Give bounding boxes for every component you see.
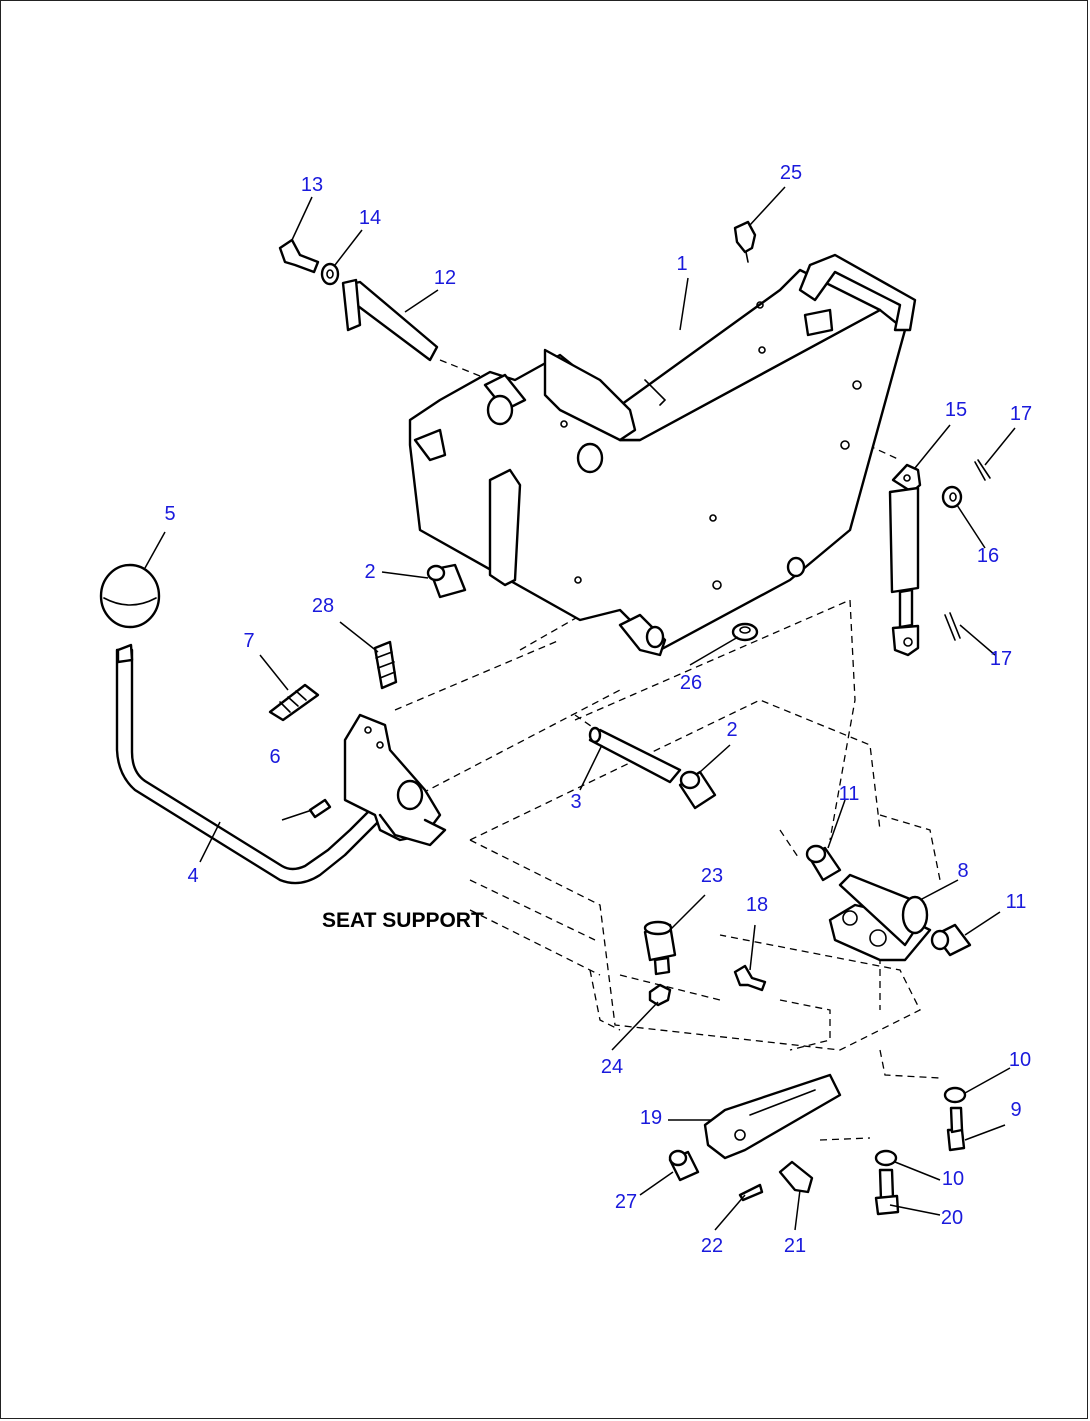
callout-12: 12 [434,267,456,289]
part-28-spring [373,640,398,690]
callout-28: 28 [312,595,334,617]
part-2-bush-upper [426,563,467,599]
part-24-nut [648,983,672,1007]
part-19-bracket [703,1073,842,1160]
part-23-stopper [643,920,677,976]
part-5-knob [99,563,161,629]
callout-14: 14 [359,207,381,229]
part-6-spring-pin [308,798,332,819]
callout-11-left: 11 [839,783,860,805]
part-16-washer [941,485,963,509]
part-9-bolt [946,1106,966,1152]
lever-bracket [343,713,447,847]
part-14-washer [320,262,340,286]
part-10-washer-upper [943,1086,967,1104]
part-1-seat-frame [408,253,917,657]
callout-1: 1 [676,253,687,275]
callout-15: 15 [945,399,967,421]
part-15-gas-spring [888,463,922,657]
callout-22: 22 [701,1235,723,1257]
callout-17-lower: 17 [990,648,1012,670]
caption-seat-support: SEAT SUPPORT [322,909,484,932]
part-13-bolt [278,238,320,274]
part-17-cotter-pin-lower [944,612,961,641]
callout-4: 4 [187,865,198,887]
callout-17-upper: 17 [1010,403,1032,425]
callout-7: 7 [243,630,254,652]
part-17-cotter-pin-upper [974,459,991,481]
callout-10-upper: 10 [1009,1049,1031,1071]
part-12-pin [341,278,439,362]
callout-8: 8 [957,860,968,882]
phantom-lines [389,359,941,1141]
callout-11-right: 11 [1006,891,1027,913]
part-11-bush-right [930,923,972,957]
callout-2-upper: 2 [364,561,375,583]
callouts: 1 2 2 3 4 5 6 7 8 9 10 10 11 11 12 13 14… [164,162,1032,1257]
callout-25: 25 [780,162,802,184]
callout-3: 3 [570,791,581,813]
part-18-bolt [733,964,767,992]
callout-13: 13 [301,174,323,196]
callout-2-lower: 2 [726,719,737,741]
part-4-lever [115,643,382,885]
callout-9: 9 [1010,1099,1021,1121]
part-26-nut [731,622,759,642]
part-2-bush-lower [678,770,717,810]
part-10-washer-lower [874,1149,898,1167]
callout-10-lower: 10 [942,1168,964,1190]
callout-24: 24 [601,1056,623,1078]
part-8-hinge [828,873,932,962]
callout-20: 20 [941,1207,963,1229]
part-11-bush-left [805,844,842,882]
callout-21: 21 [784,1235,806,1257]
callout-23: 23 [701,865,723,887]
callout-5: 5 [164,503,175,525]
callout-16: 16 [977,545,999,567]
part-7-spring [268,683,320,722]
leader-lines [144,186,1016,1231]
part-21-pin [778,1160,814,1194]
callout-18: 18 [746,894,768,916]
part-3-pin [588,726,682,784]
part-27-bush [668,1149,700,1182]
part-20-bolt [874,1168,900,1216]
callout-27: 27 [615,1191,637,1213]
callout-19: 19 [640,1107,662,1129]
callout-6: 6 [269,746,280,768]
callout-26: 26 [680,672,702,694]
part-25-grease-nipple [733,220,757,263]
